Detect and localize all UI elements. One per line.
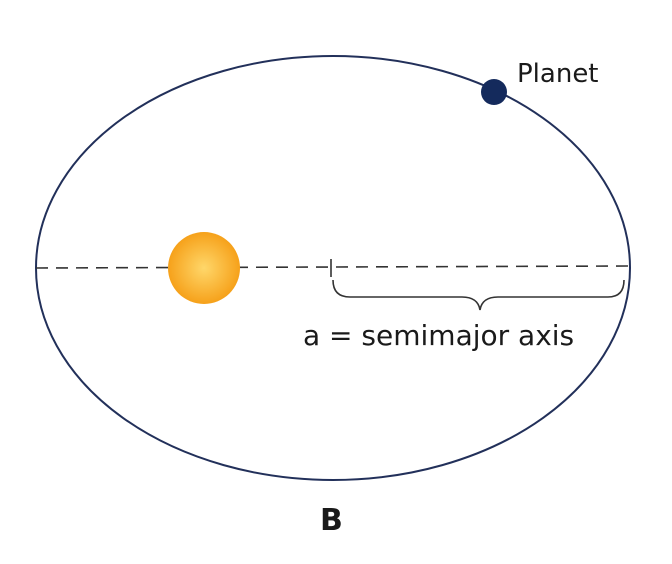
planet-icon	[481, 79, 507, 105]
semimajor-brace	[332, 279, 625, 311]
panel-letter: B	[320, 503, 343, 538]
sun-icon	[168, 232, 240, 304]
major-axis-line	[35, 265, 631, 269]
planet-label: Planet	[517, 59, 599, 89]
semimajor-axis-label: a = semimajor axis	[303, 319, 574, 352]
